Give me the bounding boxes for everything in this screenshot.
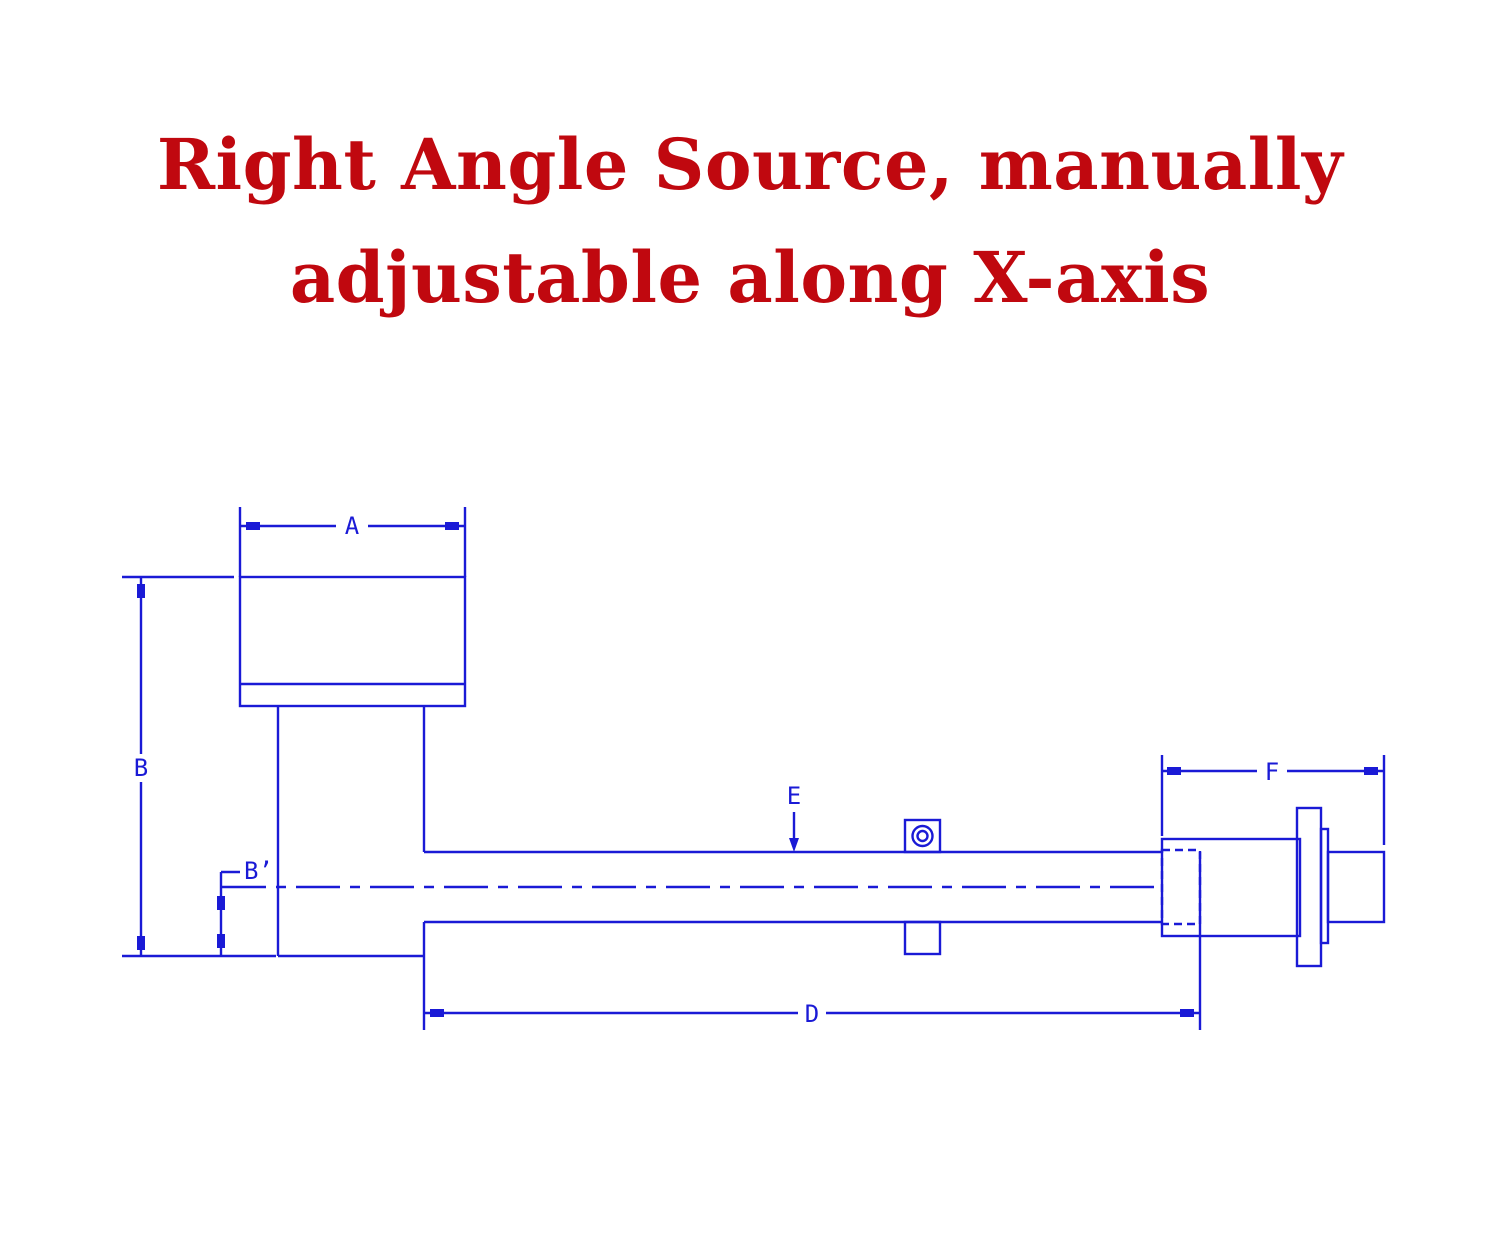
horizontal-tube (424, 850, 1162, 924)
flange (1295, 806, 1386, 968)
dimension-a-label: A (345, 512, 360, 540)
adjustment-clamp (903, 818, 942, 956)
dimension-b-prime: B’ (217, 857, 273, 956)
dimension-b: B (122, 575, 276, 958)
vertical-stem (276, 706, 426, 1030)
dimension-d: D (424, 852, 1202, 1030)
title-line-2: adjustable along X-axis (289, 236, 1211, 319)
source-housing (238, 575, 467, 708)
title-line-1: Right Angle Source, manually (156, 123, 1344, 206)
dimension-b-prime-label: B’ (244, 857, 273, 885)
dimension-d-label: D (805, 1000, 819, 1028)
dimension-a: A (238, 507, 467, 577)
dimension-f: F (1160, 755, 1386, 845)
page-title: Right Angle Source, manually adjustable … (0, 108, 1500, 334)
dimension-b-label: B (134, 754, 148, 782)
leader-e: E (787, 782, 801, 852)
leader-e-label: E (787, 782, 801, 810)
coupler-sleeve (1160, 837, 1302, 938)
dimension-f-label: F (1265, 758, 1279, 786)
